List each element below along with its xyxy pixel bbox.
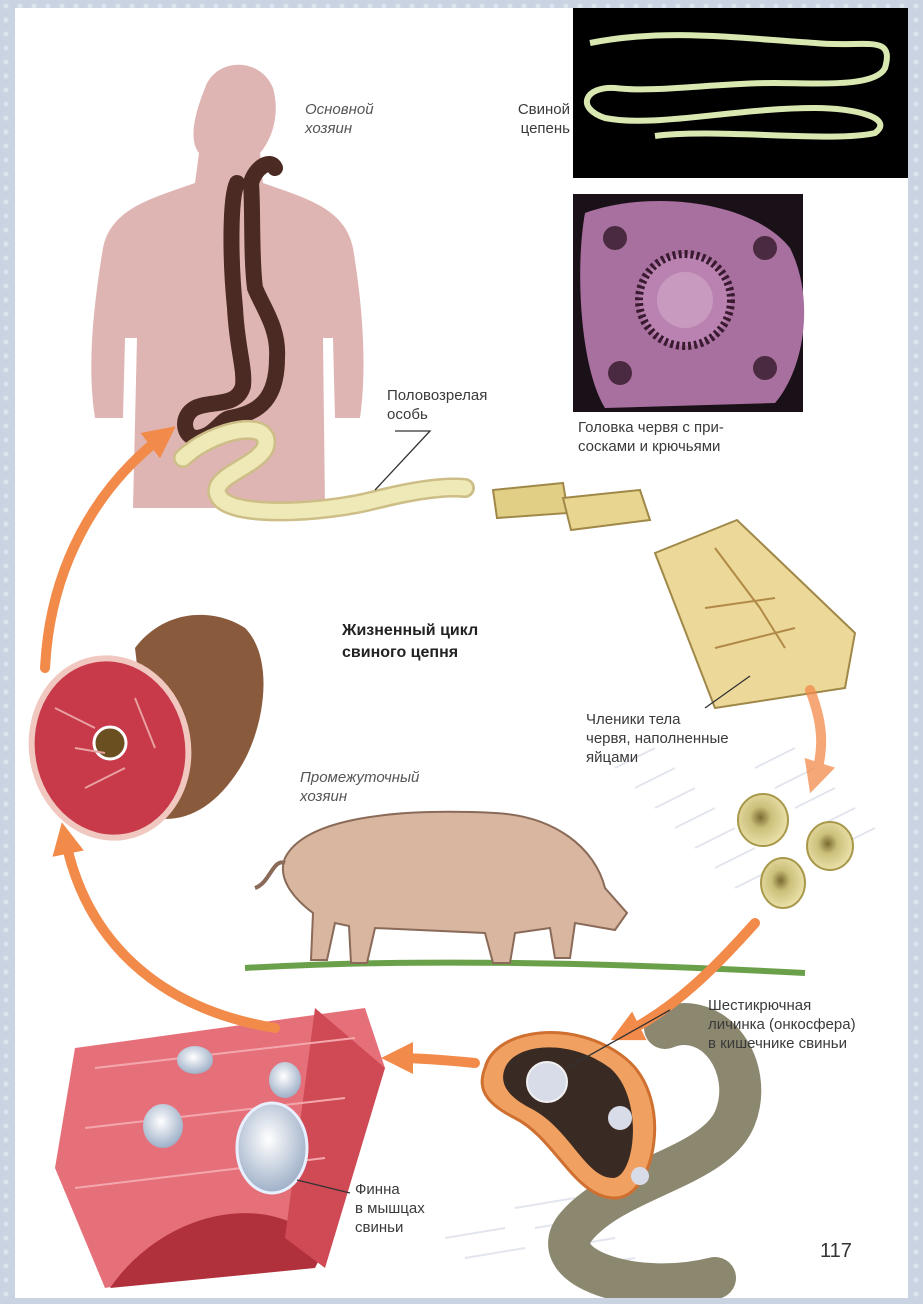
oncosphere-label: Шестикрючная личинка (онкосфера) в кишеч…: [708, 996, 856, 1053]
egg-icons: [738, 794, 853, 908]
tapeworm-label: Свиной цепень: [495, 100, 570, 138]
page-number: 117: [820, 1240, 852, 1263]
muscle-tissue-icon: [55, 1008, 385, 1288]
textbook-page: Основной хозяин Свиной цепень Половозрел…: [15, 8, 908, 1298]
segments-label: Членики тела червя, наполненные яйцами: [586, 710, 729, 767]
intestine-icon: [482, 1024, 740, 1284]
adult-worm-label: Половозрелая особь: [387, 386, 487, 424]
scolex-photo: [573, 194, 804, 412]
worm-segments-icon: [493, 483, 855, 708]
intermediate-host-label: Промежуточный хозяин: [300, 768, 419, 806]
pork-ham-icon: [18, 615, 264, 850]
cysticercus-label: Финна в мышцах свиньи: [355, 1180, 425, 1237]
definitive-host-label: Основной хозяин: [305, 100, 374, 138]
figure-title: Жизненный цикл свиного цепня: [342, 620, 478, 664]
scolex-label: Головка червя с при- сосками и крючьями: [578, 418, 724, 456]
tapeworm-photo: [573, 8, 908, 178]
